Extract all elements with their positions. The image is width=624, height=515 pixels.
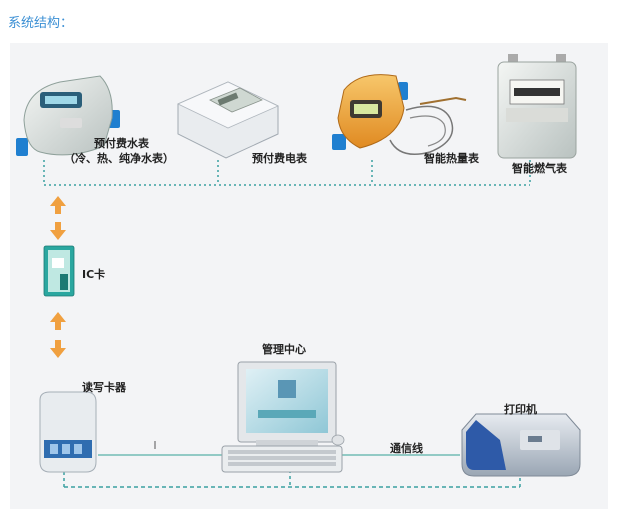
electric-meter-label: 预付费电表	[252, 150, 307, 166]
heat-meter-label: 智能热量表	[424, 150, 479, 166]
management-computer-icon	[222, 362, 344, 472]
card-reader-icon	[40, 392, 96, 472]
gas-meter-label: 智能燃气表	[512, 160, 567, 176]
water-meter-label: 预付费水表	[94, 135, 149, 151]
upper-double-arrow-icon	[50, 196, 66, 240]
network-line	[64, 470, 520, 487]
printer-label: 打印机	[504, 401, 537, 417]
ic-card-label: IC卡	[82, 266, 105, 282]
ic-card-icon	[44, 246, 74, 296]
electric-meter-icon	[178, 82, 278, 158]
management-center-label: 管理中心	[262, 341, 306, 357]
water-meter-sublabel: （冷、热、纯净水表）	[64, 150, 174, 166]
printer-icon	[462, 414, 580, 476]
card-reader-label: 读写卡器	[82, 379, 126, 395]
lower-double-arrow-icon	[50, 312, 66, 358]
gas-meter-icon	[498, 54, 576, 158]
heat-meter-icon	[332, 75, 466, 155]
comm-line-label: 通信线	[390, 440, 423, 456]
